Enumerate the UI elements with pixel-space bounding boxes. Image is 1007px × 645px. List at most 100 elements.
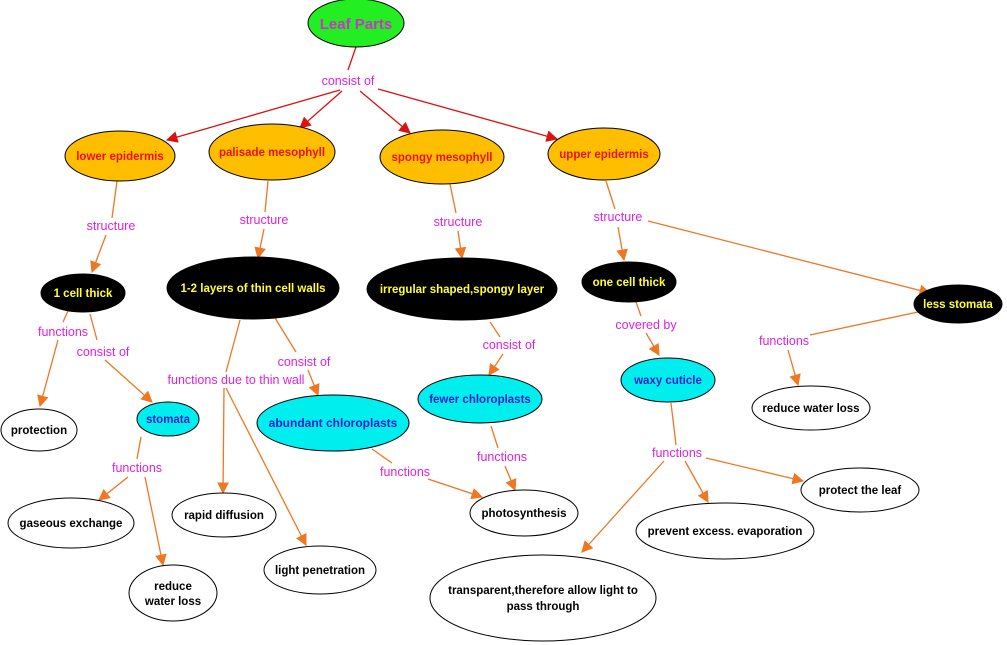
node-label: light penetration — [275, 565, 365, 577]
connector-less-stomata-functions — [809, 311, 919, 336]
node-spongy-mesophyll[interactable]: spongy mesophyll — [379, 129, 505, 185]
link-label-functions-waxy: functions — [652, 446, 702, 460]
node-reduce-water-loss-lower[interactable]: reduce water loss — [128, 564, 218, 622]
connector-functions-to-protection — [37, 339, 59, 408]
node-stomata[interactable]: stomata — [136, 401, 200, 437]
connector-root-to-label — [347, 46, 357, 71]
node-palisade-mesophyll[interactable]: palisade mesophyll — [208, 123, 336, 181]
connector-fewer-functions — [490, 425, 499, 449]
node-label: less stomata — [923, 299, 993, 311]
connector-label-to-upper-epidermis — [377, 88, 559, 142]
node-label: gaseous exchange — [20, 518, 123, 530]
node-less-stomata[interactable]: less stomata — [913, 284, 1003, 324]
node-irregular-spongy-layer[interactable]: irregular shaped,spongy layer — [366, 257, 558, 321]
link-label-consist-of-cell-thick: consist of — [77, 345, 130, 359]
node-label-line-1: transparent,therefore allow light to — [448, 585, 638, 597]
node-upper-epidermis[interactable]: upper epidermis — [547, 127, 661, 181]
node-leaf-parts[interactable]: Leaf Parts — [307, 0, 405, 48]
connector-consist-to-fewer — [488, 353, 504, 376]
connector-structure-to-thin-walls — [254, 228, 266, 260]
node-label: stomata — [146, 414, 191, 426]
node-protection[interactable]: protection — [0, 408, 78, 452]
node-one-cell-thick[interactable]: one cell thick — [581, 261, 677, 303]
node-label-line-2: water loss — [144, 596, 201, 608]
node-thin-cell-walls[interactable]: 1-2 layers of thin cell walls — [166, 256, 340, 320]
node-label: protect the leaf — [819, 485, 902, 497]
connector-functions-to-light-penetration — [225, 387, 307, 547]
node-label: waxy cuticle — [633, 375, 702, 387]
node-prevent-excess-evaporation[interactable]: prevent excess. evaporation — [635, 502, 815, 560]
connector-functions-to-rapid-diffusion — [217, 387, 229, 495]
link-label-functions-less-stomata: functions — [759, 334, 809, 348]
root-connectors — [165, 46, 559, 143]
link-label-functions-stomata: functions — [112, 461, 162, 475]
connector-functions-to-gaseous — [98, 476, 129, 501]
connector-thin-walls-functions — [225, 319, 241, 373]
node-label: lower epidermis — [76, 151, 164, 163]
node-rapid-diffusion[interactable]: rapid diffusion — [171, 492, 277, 538]
link-label-structure-lower: structure — [87, 219, 136, 233]
node-label: one cell thick — [593, 277, 666, 289]
node-fewer-chloroplasts[interactable]: fewer chloroplasts — [417, 374, 543, 424]
node-label: 1-2 layers of thin cell walls — [180, 283, 325, 295]
node-label: rapid diffusion — [184, 510, 264, 522]
connector-stomata-functions — [136, 436, 142, 460]
orange-connectors — [37, 180, 932, 567]
node-label: upper epidermis — [559, 149, 648, 161]
link-label-functions-thin-wall: functions due to thin wall — [168, 373, 305, 387]
node-label: reduce water loss — [762, 403, 859, 415]
connector-1-cell-thick-functions — [62, 310, 69, 323]
connector-functions-to-transparent — [581, 460, 665, 553]
connector-functions-to-photosynthesis-1 — [427, 478, 484, 500]
node-label-line-2: pass through — [507, 601, 580, 613]
connector-spongy-structure — [449, 183, 457, 214]
node-label: photosynthesis — [482, 508, 567, 520]
node-protect-the-leaf[interactable]: protect the leaf — [800, 467, 920, 513]
node-label: 1 cell thick — [54, 288, 113, 300]
connector-abundant-functions — [371, 448, 393, 464]
link-label-structure-upper: structure — [594, 210, 643, 224]
connector-consist-to-abundant — [307, 369, 320, 397]
connector-functions-to-reduce — [144, 476, 167, 567]
link-label-consist-of-thin-wall: consist of — [278, 355, 331, 369]
node-lower-epidermis[interactable]: lower epidermis — [64, 130, 176, 182]
connector-functions-to-protect-leaf — [705, 457, 805, 485]
node-label: palisade mesophyll — [219, 147, 325, 159]
node-light-penetration[interactable]: light penetration — [263, 545, 377, 595]
connector-thin-walls-consist — [274, 317, 297, 353]
link-label-consist-of-spongy: consist of — [483, 338, 536, 352]
node-gaseous-exchange[interactable]: gaseous exchange — [7, 497, 135, 549]
connector-label-to-palisade — [299, 90, 343, 129]
connector-lower-epidermis-structure — [111, 180, 118, 219]
node-abundant-chloroplasts[interactable]: abundant chloroplasts — [256, 394, 410, 452]
link-label-covered-by: covered by — [615, 318, 677, 332]
node-label-line-1: reduce — [154, 581, 192, 593]
connector-one-cell-thick-covered — [635, 301, 642, 317]
node-label: irregular shaped,spongy layer — [380, 284, 545, 296]
link-label-functions-abundant: functions — [380, 465, 430, 479]
node-label: spongy mesophyll — [392, 152, 493, 164]
link-label-functions-cell-thick: functions — [38, 325, 88, 339]
node-label: protection — [11, 425, 67, 437]
connector-functions-to-prevent — [684, 460, 709, 504]
node-photosynthesis[interactable]: photosynthesis — [469, 489, 579, 537]
node-waxy-cuticle[interactable]: waxy cuticle — [620, 357, 716, 403]
connector-palisade-structure — [264, 180, 269, 213]
node-label: fewer chloroplasts — [429, 394, 531, 406]
link-label-structure-spongy: structure — [434, 215, 483, 229]
connector-waxy-functions — [670, 402, 677, 446]
connector-irregular-consist — [489, 321, 501, 338]
connector-structure-to-one-cell-thick — [616, 226, 628, 262]
connector-structure-to-less-stomata — [647, 220, 932, 297]
link-label-structure-palisade: structure — [240, 213, 289, 227]
node-label: Leaf Parts — [320, 16, 393, 33]
connector-structure-to-irregular — [454, 230, 467, 260]
link-labels: consist of structure structure structure… — [38, 74, 809, 479]
node-transparent[interactable]: transparent,therefore allow light to pas… — [429, 554, 657, 642]
connector-label-to-lower-epidermis — [165, 89, 341, 143]
connector-upper-structure — [605, 180, 616, 210]
node-1-cell-thick[interactable]: 1 cell thick — [40, 273, 126, 313]
connector-label-to-spongy — [359, 90, 411, 134]
node-reduce-water-loss-upper[interactable]: reduce water loss — [751, 385, 871, 431]
